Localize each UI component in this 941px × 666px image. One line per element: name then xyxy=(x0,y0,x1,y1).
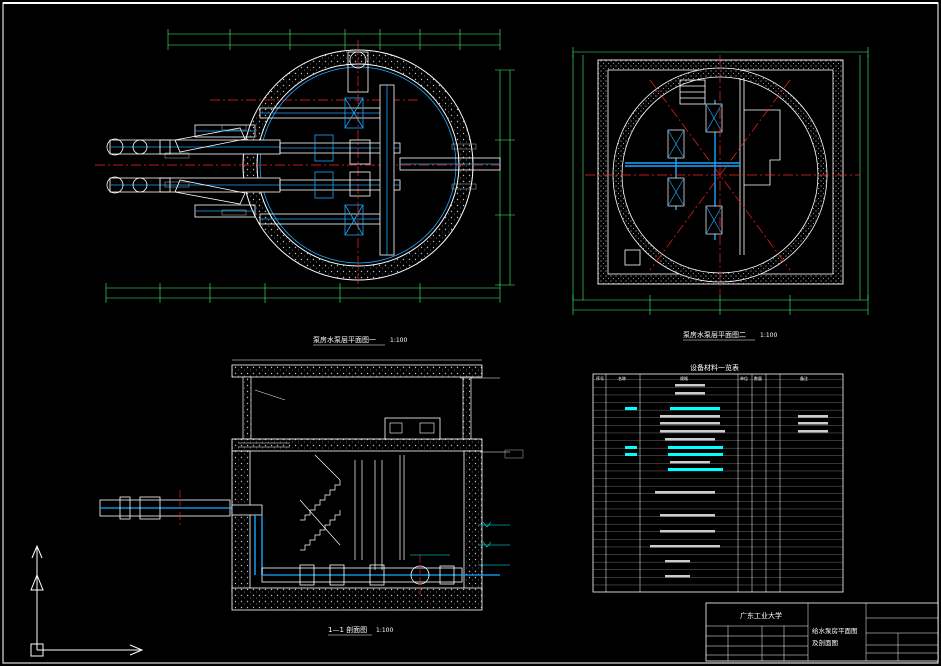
title-block-grid xyxy=(706,603,938,661)
section-scale: 1:100 xyxy=(376,627,393,634)
plan-view-2[interactable]: 泵房水泵层平面图二 1:100 xyxy=(572,47,869,341)
svg-text:单位: 单位 xyxy=(740,375,748,381)
plan-view-2-pumps xyxy=(667,103,723,235)
plan-view-2-dimensions xyxy=(572,47,869,315)
plan-view-1-dimensions-top xyxy=(105,29,515,303)
title-block-drawing-name-1: 给水泵房平面图 xyxy=(812,626,858,635)
svg-text:名称: 名称 xyxy=(618,375,626,381)
plan-view-2-scale: 1:100 xyxy=(760,332,777,339)
equipment-table-cell-marks xyxy=(650,384,828,578)
title-block-drawing-name-2: 及剖面图 xyxy=(812,638,838,647)
equipment-table-title: 设备材料一览表 xyxy=(690,363,739,372)
section-pipes xyxy=(99,496,500,586)
plan-view-2-partitions xyxy=(624,78,781,266)
section-centerlines xyxy=(179,490,421,595)
title-block[interactable]: 广东工业大学 给水泵房平面图 及剖面图 xyxy=(705,602,939,662)
section-staircase xyxy=(299,454,405,570)
title-block-school: 广东工业大学 xyxy=(740,611,782,620)
svg-text:数量: 数量 xyxy=(754,375,762,381)
equipment-table-columns xyxy=(605,374,781,592)
plan-view-1-tags xyxy=(164,124,477,216)
plan-view-2-centerlines xyxy=(585,55,860,295)
plan-view-1-pipes xyxy=(106,51,501,256)
equipment-table[interactable]: 设备材料一览表 序号 名称 规格 单位 数量 备注 xyxy=(592,363,844,593)
plan-view-2-title: 泵房水泵层平面图二 xyxy=(683,330,746,339)
section-view[interactable]: 1—1 剖面图 1:100 xyxy=(99,359,524,636)
equipment-table-highlights xyxy=(625,407,723,471)
plan-view-1-scale: 1:100 xyxy=(390,337,407,344)
svg-text:序号: 序号 xyxy=(596,375,604,381)
equipment-table-header-row: 序号 名称 规格 单位 数量 备注 xyxy=(596,375,808,381)
section-water-levels xyxy=(410,521,510,566)
plan-view-1[interactable]: 泵房水泵层平面图一 1:100 xyxy=(95,29,515,346)
section-title: 1—1 剖面图 xyxy=(328,625,367,634)
plan-view-1-title: 泵房水泵层平面图一 xyxy=(313,335,376,344)
svg-text:规格: 规格 xyxy=(680,375,688,381)
svg-text:备注: 备注 xyxy=(800,375,808,381)
ucs-axis-icon xyxy=(30,544,144,657)
